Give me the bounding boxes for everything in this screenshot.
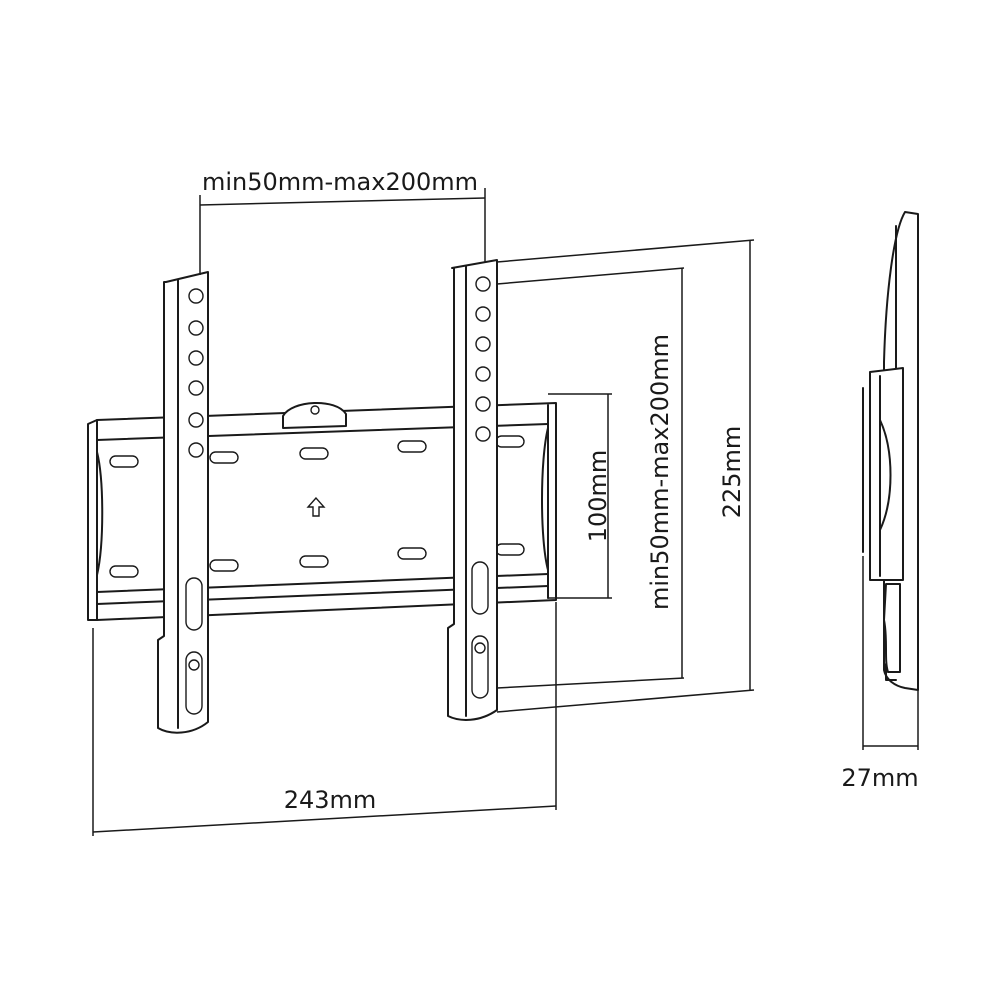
dimension-top-width: min50mm-max200mm bbox=[199, 168, 486, 275]
top-width-label: min50mm-max200mm bbox=[202, 168, 478, 196]
overall-height-label: 225mm bbox=[718, 426, 746, 519]
plate-height-label: 100mm bbox=[584, 450, 612, 543]
lock-clip bbox=[282, 402, 347, 429]
overall-width-label: 243mm bbox=[284, 786, 377, 814]
left-vertical-arm bbox=[157, 271, 209, 734]
dimension-side-range: min50mm-max200mm bbox=[496, 267, 685, 689]
dimension-overall-height: 225mm bbox=[496, 239, 755, 713]
right-vertical-arm bbox=[447, 259, 498, 721]
dimension-overall-width: 243mm bbox=[92, 602, 557, 836]
side-profile-view: 27mm bbox=[841, 211, 919, 792]
up-arrow-icon bbox=[306, 496, 326, 517]
dimension-plate-height: 100mm bbox=[548, 393, 612, 599]
side-range-label: min50mm-max200mm bbox=[646, 334, 674, 610]
depth-label: 27mm bbox=[841, 764, 918, 792]
